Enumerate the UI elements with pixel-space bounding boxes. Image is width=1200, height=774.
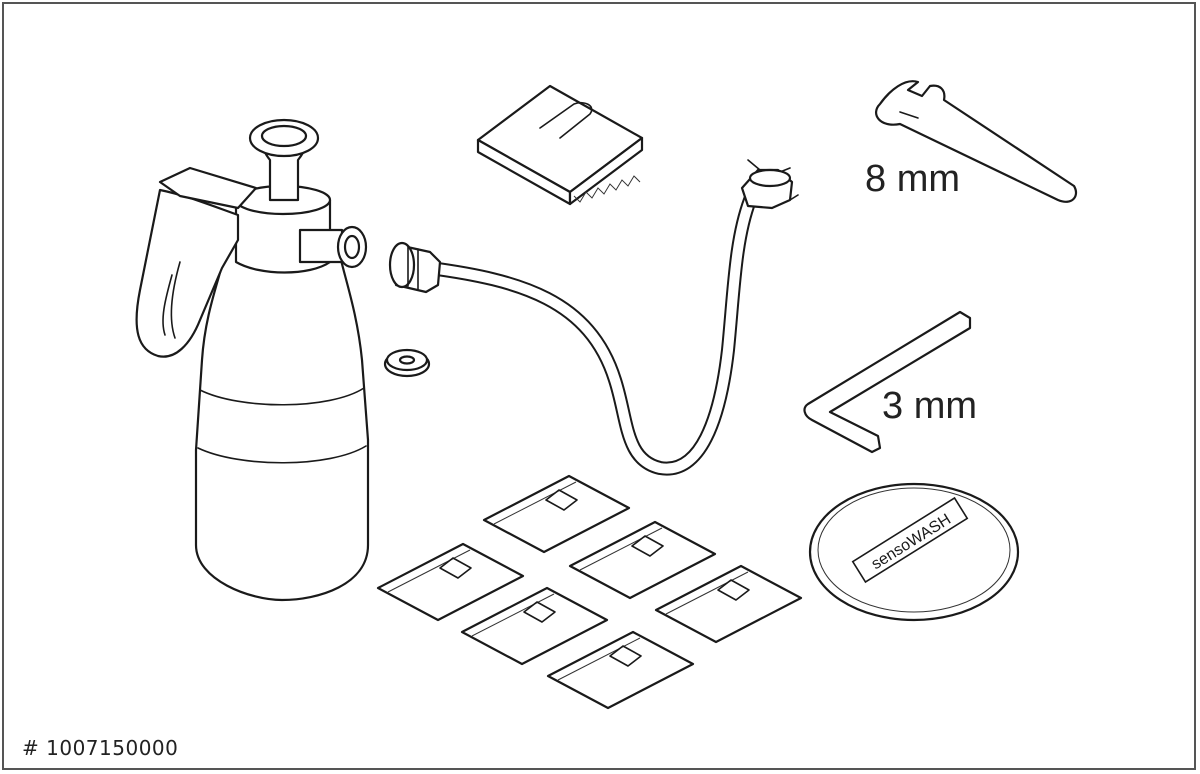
- sensowash-disc: sensoWASH: [808, 482, 1020, 622]
- open-end-wrench: [875, 80, 1078, 203]
- cleaning-sachets: [376, 474, 803, 710]
- article-number: # 1007150000: [22, 736, 179, 760]
- wrench-size-label: 8 mm: [865, 158, 960, 200]
- hex-key-size-label: 3 mm: [882, 385, 977, 427]
- pressure-sprayer-bottle: [135, 118, 370, 602]
- hex-key: [803, 310, 972, 454]
- sealing-washer: [383, 348, 431, 378]
- sprayer-hose: [388, 159, 799, 476]
- spacer-shim: [476, 84, 644, 206]
